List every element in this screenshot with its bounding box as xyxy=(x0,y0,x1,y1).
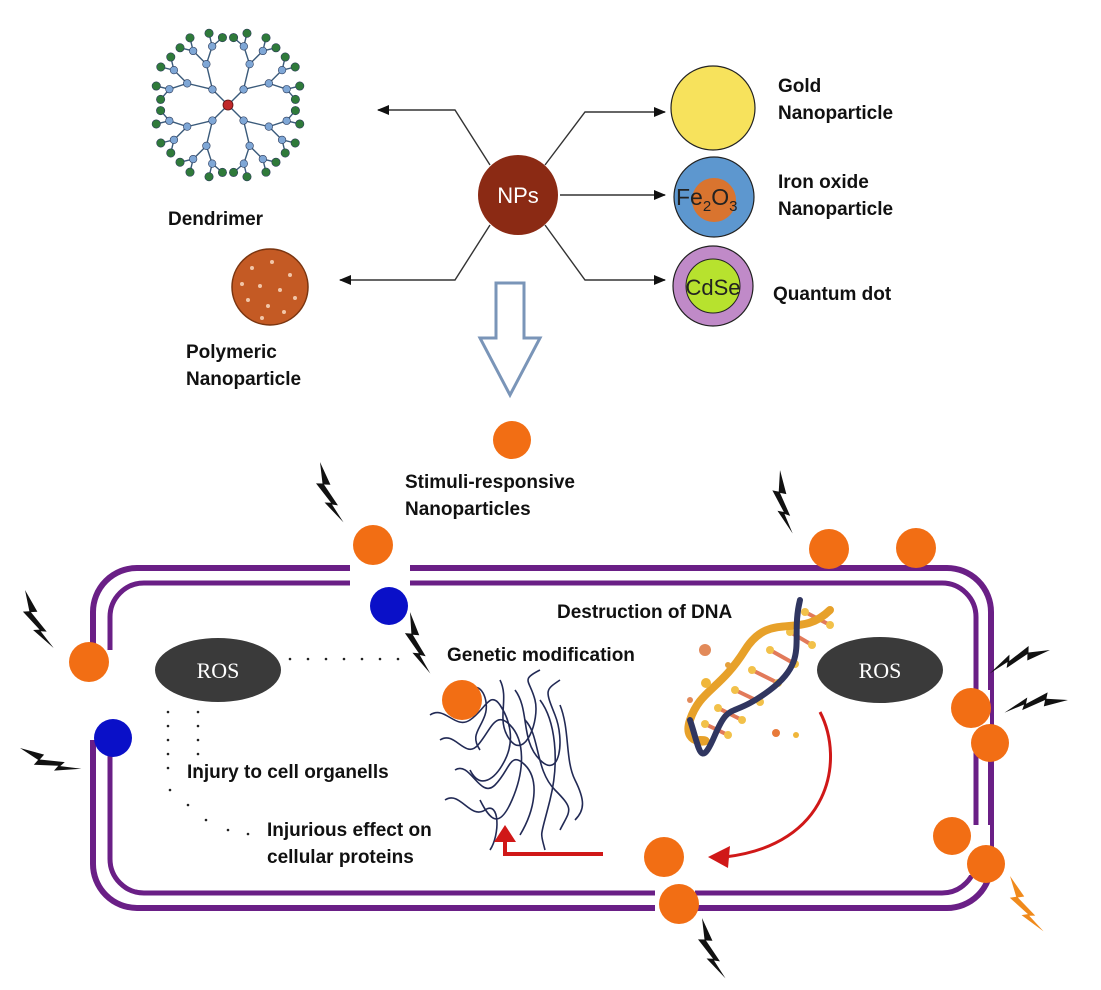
hollow-down-arrow xyxy=(477,281,543,399)
arrow-to-gold xyxy=(544,107,666,166)
stimuli-label-line2: Nanoparticles xyxy=(405,499,531,520)
ros-left-ellipse xyxy=(155,638,281,702)
np-left-top xyxy=(69,642,109,682)
gold-label-line1: Gold xyxy=(778,76,821,97)
red-curved-arrow xyxy=(724,711,832,859)
formula-o: O xyxy=(711,184,729,210)
red-straight-arrow-head xyxy=(494,825,516,842)
dendrimer-label: Dendrimer xyxy=(168,209,264,230)
nps-center-label: NPs xyxy=(497,183,539,208)
ros-right-label: ROS xyxy=(859,658,902,683)
cell-panel: ROS ROS Genetic modification Destruction… xyxy=(6,462,1068,979)
nps-center: NPs xyxy=(478,155,558,235)
ros-right-ellipse xyxy=(817,637,943,703)
formula-fe: Fe xyxy=(676,184,703,210)
np-right-3 xyxy=(933,817,971,855)
dendrimer-graphic xyxy=(151,28,305,182)
polymeric-label-line2: Nanoparticle xyxy=(186,369,301,390)
arrow-to-quantum-dot xyxy=(544,224,666,285)
np-right-2 xyxy=(971,724,1009,762)
np-genetic xyxy=(442,680,482,720)
np-types-panel: NPs Dendrimer Polymeric Nanoparticle Gol… xyxy=(151,28,893,520)
lightning-icon xyxy=(20,734,82,783)
lightning-icon xyxy=(754,470,819,534)
stimuli-label-line1: Stimuli-responsive xyxy=(405,472,575,493)
iron-oxide-label-line1: Iron oxide xyxy=(778,172,869,193)
polymeric-label-line1: Polymeric xyxy=(186,342,277,363)
np-blue-left xyxy=(94,719,132,757)
lightning-icon xyxy=(299,462,365,523)
np-bottom xyxy=(659,884,699,924)
injury-organelles-label: Injury to cell organells xyxy=(187,762,389,783)
np-membrane-top xyxy=(353,525,393,565)
red-curved-arrow-head xyxy=(708,846,730,868)
gold-nanoparticle xyxy=(670,65,756,151)
polymeric-nanoparticle xyxy=(231,248,309,326)
dotted-connectors xyxy=(166,657,400,836)
red-straight-arrow xyxy=(503,840,603,856)
np-right-1 xyxy=(951,688,991,728)
np-right-4 xyxy=(967,845,1005,883)
gold-label-line2: Nanoparticle xyxy=(778,103,893,124)
nps-center-circle xyxy=(478,155,558,235)
iron-oxide-label-line2: Nanoparticle xyxy=(778,199,893,220)
lightning-icon xyxy=(989,629,1050,695)
quantum-dot-core-label: CdSe xyxy=(685,275,740,300)
lightning-icon xyxy=(681,918,747,979)
lightning-icon xyxy=(1004,674,1068,739)
np-top-right-1 xyxy=(809,529,849,569)
lightning-orange-icon xyxy=(994,876,1059,932)
genetic-modification-label: Genetic modification xyxy=(447,645,635,666)
cell-membrane-inner xyxy=(107,580,979,896)
np-top-right-2 xyxy=(896,528,936,568)
cell-membrane-outer xyxy=(90,565,994,911)
lightning-icon xyxy=(6,590,72,649)
red-arrows xyxy=(494,711,832,868)
quantum-dot: CdSe xyxy=(672,245,754,327)
proteins-label-line1: Injurious effect on xyxy=(267,820,432,841)
genetic-material-scribble xyxy=(429,669,584,851)
proteins-label-line2: cellular proteins xyxy=(267,847,414,868)
quantum-dot-core xyxy=(685,258,741,314)
iron-oxide-formula: Fe2O3 xyxy=(676,184,737,215)
dna-fragments xyxy=(687,644,799,738)
branch-arrows xyxy=(339,105,666,285)
formula-sub3: 3 xyxy=(729,198,737,215)
polymeric-circle xyxy=(231,248,309,326)
arrow-to-polymeric xyxy=(339,224,491,285)
ros-left-label: ROS xyxy=(197,658,240,683)
np-inner-bottom xyxy=(644,837,684,877)
dna-double-helix xyxy=(684,597,834,757)
polymeric-dots xyxy=(240,260,297,320)
stimuli-nanoparticles xyxy=(69,525,1009,924)
formula-sub2: 2 xyxy=(703,198,711,215)
arrow-to-dendrimer xyxy=(377,105,491,166)
iron-oxide-core xyxy=(692,178,736,222)
stimuli-np-sample xyxy=(493,421,531,459)
iron-oxide-nanoparticle: Fe2O3 xyxy=(673,156,755,238)
destruction-dna-label: Destruction of DNA xyxy=(557,602,733,623)
quantum-dot-label: Quantum dot xyxy=(773,284,892,305)
np-blue-top xyxy=(370,587,408,625)
membrane-gaps xyxy=(85,555,990,920)
